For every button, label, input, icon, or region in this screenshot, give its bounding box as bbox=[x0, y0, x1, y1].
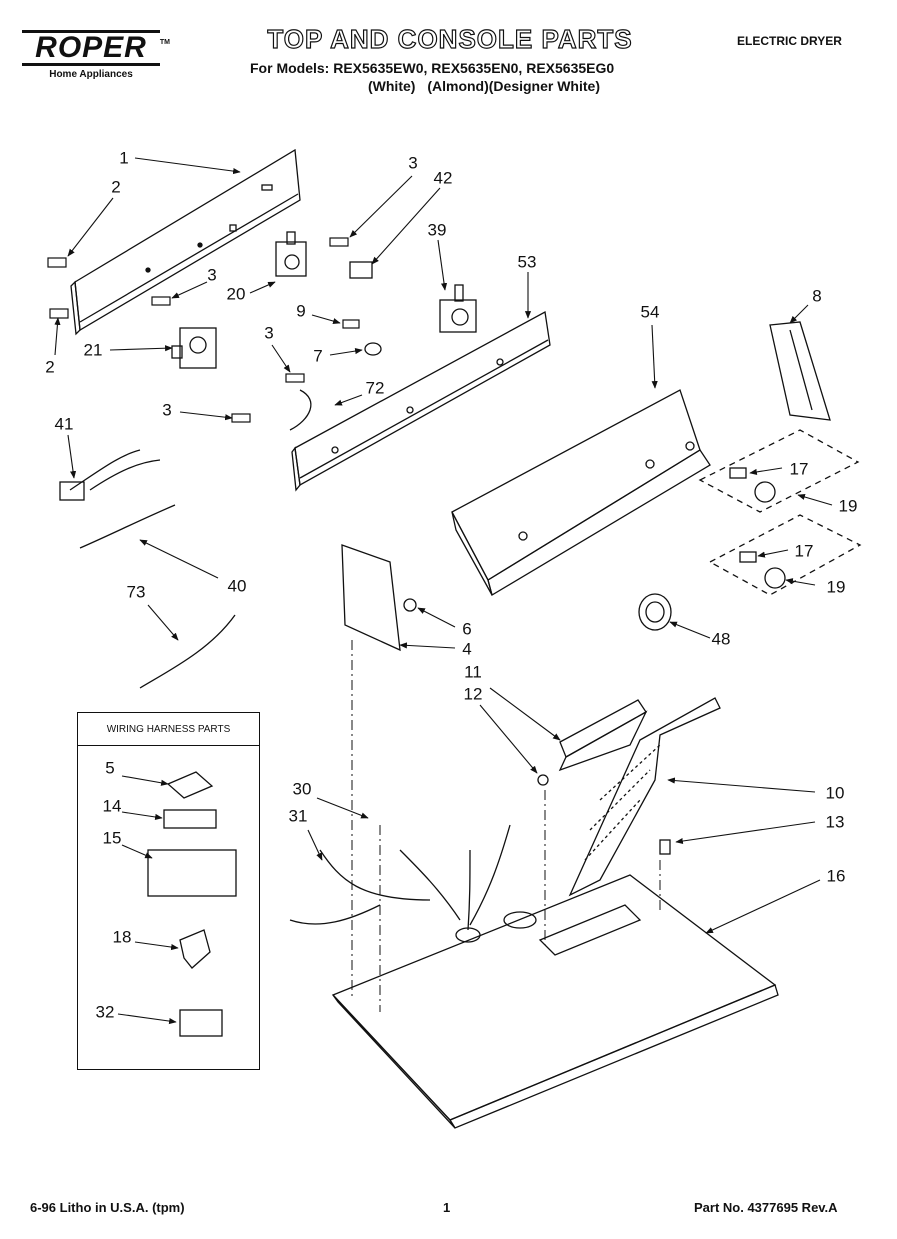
callout-14: 14 bbox=[102, 796, 122, 816]
assembly-lines bbox=[351, 640, 661, 1012]
callout-9: 9 bbox=[296, 301, 306, 321]
page-title: TOP AND CONSOLE PARTS bbox=[267, 23, 633, 54]
callout-72: 72 bbox=[365, 378, 385, 398]
callout-6: 6 bbox=[462, 619, 472, 639]
part-harness-31 bbox=[289, 824, 511, 931]
callout-39: 39 bbox=[427, 220, 447, 240]
document-type: ELECTRIC DRYER bbox=[737, 34, 842, 48]
wiring-box-divider bbox=[78, 745, 259, 746]
callout-18: 18 bbox=[112, 927, 132, 947]
callout-3-lower: 3 bbox=[162, 400, 172, 420]
print-info: 6-96 Litho in U.S.A. (tpm) bbox=[30, 1200, 185, 1215]
part-harness-41 bbox=[69, 449, 161, 491]
part-knob-17-19-lower bbox=[708, 514, 862, 596]
part-lint-screen-11 bbox=[558, 699, 648, 772]
callout-54: 54 bbox=[640, 302, 660, 322]
callout-20: 20 bbox=[226, 284, 246, 304]
variant-almond: (Almond)(Designer White) bbox=[427, 78, 600, 94]
part-control-bracket-53 bbox=[291, 310, 551, 492]
callout-2-bottom: 2 bbox=[45, 357, 55, 377]
part-wire-72 bbox=[289, 389, 312, 431]
part-knob-48 bbox=[638, 593, 672, 631]
color-variants: (White) (Almond)(Designer White) bbox=[368, 78, 608, 94]
callout-19-upper: 19 bbox=[838, 496, 858, 516]
wiring-box-title: WIRING HARNESS PARTS bbox=[106, 724, 231, 735]
callout-32: 32 bbox=[95, 1002, 115, 1022]
callout-1: 1 bbox=[119, 148, 129, 168]
callout-5: 5 bbox=[105, 758, 115, 778]
wiring-box-parts bbox=[147, 771, 237, 1037]
callout-8: 8 bbox=[812, 286, 822, 306]
callout-7: 7 bbox=[313, 346, 323, 366]
callout-19-lower: 19 bbox=[826, 577, 846, 597]
part-wire-73 bbox=[139, 614, 236, 689]
callout-12: 12 bbox=[463, 684, 483, 704]
part-switch-20 bbox=[275, 231, 307, 277]
part-knob-17-19-upper bbox=[698, 429, 860, 513]
models-line: For Models: REX5635EW0, REX5635EN0, REX5… bbox=[250, 60, 615, 76]
part-switch-21 bbox=[171, 327, 217, 369]
callout-31: 31 bbox=[288, 806, 308, 826]
callout-53: 53 bbox=[517, 252, 537, 272]
wiring-harness-parts-box: WIRING HARNESS PARTS bbox=[77, 712, 260, 1070]
callout-2-top: 2 bbox=[111, 177, 121, 197]
part-connector-41 bbox=[59, 481, 85, 501]
callout-3-middle: 3 bbox=[264, 323, 274, 343]
screws bbox=[47, 237, 360, 423]
part-number: Part No. 4377695 Rev.A bbox=[694, 1200, 838, 1215]
callout-17-upper: 17 bbox=[789, 459, 809, 479]
callout-30: 30 bbox=[292, 779, 312, 799]
callout-42: 42 bbox=[433, 168, 453, 188]
callout-11: 11 bbox=[464, 662, 482, 682]
part-knob-42 bbox=[349, 261, 373, 279]
logo-bottom-rule bbox=[22, 63, 160, 66]
part-console-back-panel bbox=[70, 148, 301, 336]
callout-48: 48 bbox=[711, 629, 731, 649]
logo-top-rule bbox=[22, 30, 160, 33]
callout-21: 21 bbox=[83, 340, 103, 360]
part-lint-housing-10 bbox=[568, 697, 721, 897]
callout-73: 73 bbox=[126, 582, 146, 602]
callout-4: 4 bbox=[462, 639, 472, 659]
callout-15: 15 bbox=[102, 828, 122, 848]
brand-tagline: Home Appliances bbox=[49, 69, 133, 80]
part-wire-40 bbox=[79, 504, 176, 549]
brand-name: ROPER bbox=[35, 31, 147, 64]
brand-trademark: TM bbox=[159, 39, 170, 46]
part-clip-7 bbox=[364, 342, 382, 356]
page-number: 1 bbox=[443, 1200, 451, 1215]
callout-13: 13 bbox=[825, 812, 845, 832]
callout-3-left: 3 bbox=[207, 265, 217, 285]
callout-41: 41 bbox=[54, 414, 74, 434]
part-clip-12 bbox=[537, 774, 549, 786]
callout-3-top: 3 bbox=[408, 153, 418, 173]
part-top-16 bbox=[331, 874, 779, 1129]
callout-16: 16 bbox=[826, 866, 846, 886]
part-bracket-4 bbox=[341, 544, 417, 652]
callout-17-lower: 17 bbox=[794, 541, 814, 561]
part-console-54 bbox=[451, 389, 711, 596]
part-timer-39 bbox=[439, 284, 477, 333]
variant-white: (White) bbox=[368, 78, 416, 94]
part-screw-13 bbox=[659, 839, 671, 855]
callout-40: 40 bbox=[227, 576, 247, 596]
callout-10: 10 bbox=[825, 783, 845, 803]
part-end-cap-8 bbox=[769, 321, 831, 421]
roper-logo: ROPER TM Home Appliances bbox=[22, 30, 170, 80]
